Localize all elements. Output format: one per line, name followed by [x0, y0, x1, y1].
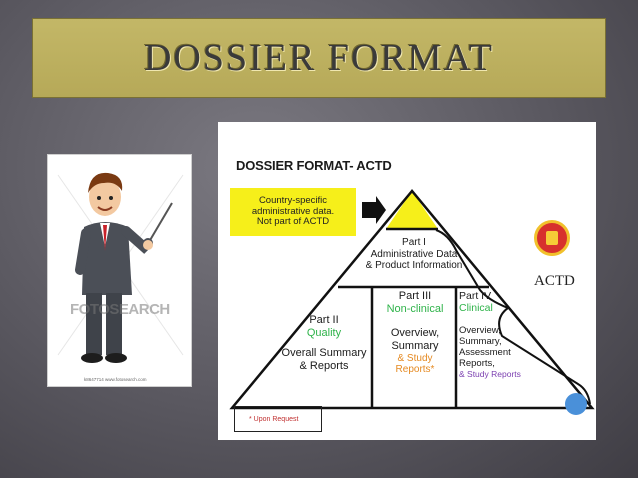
part3-line4: Reports* [395, 364, 435, 376]
yellow-box-line1: Country-specific [258, 194, 328, 206]
asean-logo-icon [534, 220, 570, 256]
clipart-caption: k8647714 www.fotosearch.com [84, 377, 147, 382]
arrow-icon [362, 196, 386, 224]
part4-line4: Reports, [459, 357, 495, 369]
yellow-box-line2: administrative data. [251, 205, 335, 217]
clipart-watermark: FOTOSEARCH [70, 301, 170, 318]
part3-line2: Summary [391, 339, 439, 352]
slide-title-bar: DOSSIER FORMAT [32, 18, 606, 98]
teacher-clipart: FOTOSEARCH k8647714 www.fotosearch.com [47, 154, 192, 387]
pyramid-lines [229, 189, 595, 415]
actd-diagram: DOSSIER FORMAT- ACTD Country-specific ad… [218, 122, 596, 440]
slide-title: DOSSIER FORMAT [143, 37, 495, 79]
blue-dot-icon [565, 393, 587, 415]
part3-block: Part III Non-clinical Overview, Summary … [374, 290, 456, 376]
part1-line2: & Product Information [365, 260, 463, 271]
footnote-box: * Upon Request [234, 406, 322, 432]
part1-line1: Administrative Data [370, 248, 458, 260]
part4-line2: Summary, [459, 336, 502, 348]
country-specific-box: Country-specific administrative data. No… [230, 188, 356, 236]
part4-block: Part IV Clinical Overview, Summary, Asse… [459, 290, 521, 380]
part3-name: Non-clinical [386, 302, 444, 315]
part2-line1: Overall Summary [281, 347, 367, 360]
part4-line1: Overview, [459, 325, 501, 337]
part2-name: Quality [306, 326, 342, 339]
part4-line3: Assessment [459, 346, 511, 358]
part3-line3: & Study [397, 352, 433, 364]
yellow-box-line3: Not part of ACTD [256, 216, 330, 228]
part3-label: Part III [398, 290, 432, 302]
teacher-figure-icon [57, 172, 184, 363]
part2-block: Part II Quality Overall Summary & Report… [272, 314, 376, 373]
brace-icon [435, 229, 591, 405]
pyramid-apex [386, 191, 438, 229]
pyramid-outline [229, 189, 595, 410]
part1-block: Part I Administrative Data & Product Inf… [362, 237, 466, 272]
part1-label: Part I [402, 237, 426, 248]
asean-emblem-icon [546, 231, 558, 245]
part4-name: Clinical [459, 302, 493, 315]
diagram-title: DOSSIER FORMAT- ACTD [236, 158, 392, 173]
part4-line5: & Study Reports [459, 368, 521, 379]
part2-label: Part II [309, 314, 339, 326]
actd-label: ACTD [534, 273, 575, 289]
part4-label: Part IV [459, 290, 492, 302]
part3-line1: Overview, [390, 327, 440, 340]
part2-line2: & Reports [299, 359, 349, 372]
